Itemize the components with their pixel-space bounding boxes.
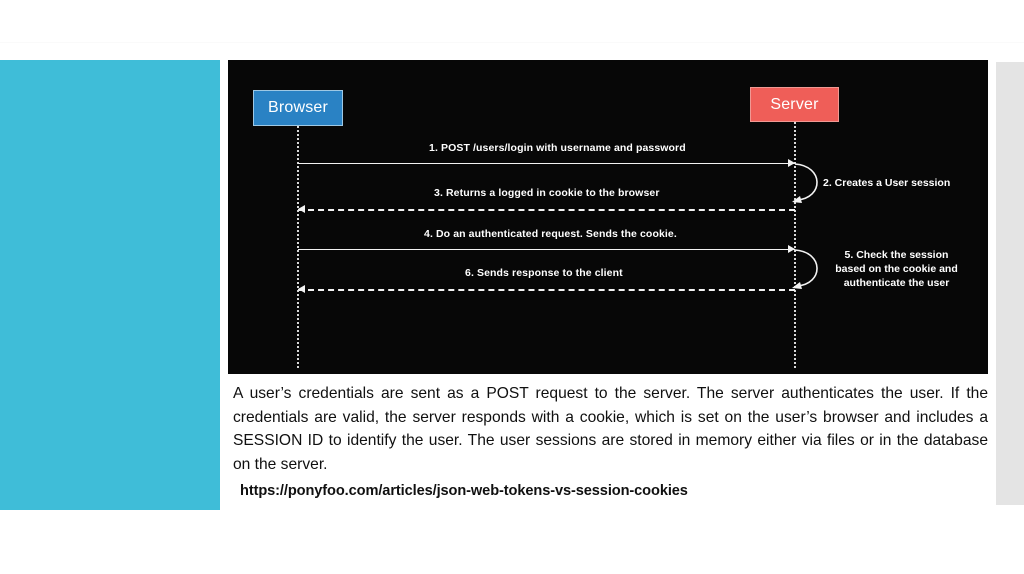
message-label-3: 3. Returns a logged in cookie to the bro…: [434, 187, 660, 199]
self-message-note-2: 2. Creates a User session: [823, 177, 951, 189]
participant-browser-label: Browser: [267, 99, 329, 116]
body-paragraph: A user’s credentials are sent as a POST …: [233, 385, 988, 474]
sidebar-accent-panel: [0, 60, 220, 510]
arrowhead-right-4: [788, 245, 795, 253]
self-message-note-5: 5. Check the session based on the cookie…: [835, 249, 958, 290]
lifeline-server: [794, 122, 796, 368]
participant-server: Server: [750, 87, 839, 122]
message-label-4: 4. Do an authenticated request. Sends th…: [424, 228, 677, 240]
participant-server-label: Server: [770, 95, 819, 113]
message-label-1: 1. POST /users/login with username and p…: [429, 142, 686, 154]
self-message-arc-2: [792, 163, 818, 203]
message-label-6: 6. Sends response to the client: [465, 267, 623, 279]
message-line-6: [298, 289, 795, 291]
source-url-link[interactable]: https://ponyfoo.com/articles/json-web-to…: [240, 483, 688, 499]
message-line-3: [298, 209, 795, 211]
lifeline-browser: [297, 126, 299, 368]
self-message-arc-5: [792, 249, 818, 289]
arrowhead-left-3: [298, 205, 305, 213]
right-accent-strip: [996, 62, 1024, 505]
header-divider: [0, 42, 1024, 43]
message-line-1: [298, 163, 795, 164]
arrowhead-left-6: [298, 285, 305, 293]
arrowhead-right-1: [788, 159, 795, 167]
participant-browser: Browser: [253, 90, 343, 126]
sequence-diagram-figure: Browser Server 1. POST /users/login with…: [228, 60, 988, 374]
message-line-4: [298, 249, 795, 250]
